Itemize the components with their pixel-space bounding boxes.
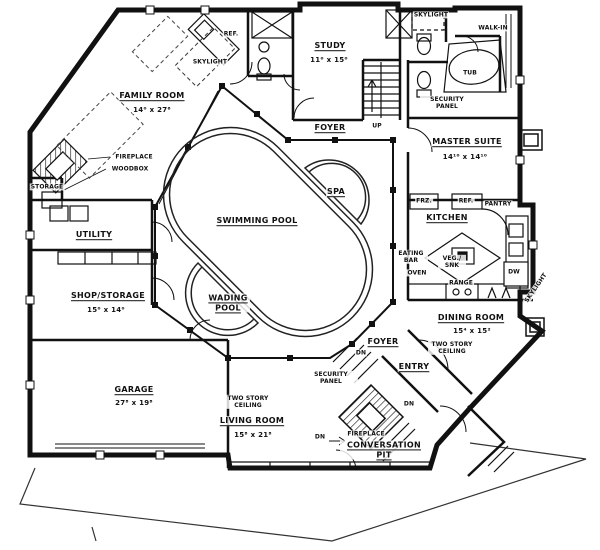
study-label: STUDY (313, 41, 347, 51)
oven-label: OVEN (406, 269, 428, 277)
window-walls (55, 443, 430, 468)
master-bath-fixtures (385, 9, 512, 98)
wading-pool-shape (184, 261, 260, 337)
living-room-label: LIVING ROOM (218, 416, 286, 426)
conversation-pit-label: CONVERSATION PIT (340, 440, 428, 460)
veg-sink-label: VEG./ SNK (438, 254, 466, 270)
fireplace-pit-label: FIREPLACE (346, 430, 386, 438)
two-story-dining-label: TWO STORY CEILING (428, 340, 476, 356)
foyer-steps (332, 337, 379, 384)
chimney-marks (519, 129, 545, 337)
foyer-lower-label: FOYER (366, 337, 400, 347)
family-fireplace (32, 138, 111, 209)
ref-kitchen-label: REF. (457, 197, 475, 205)
frz-label: FRZ. (415, 197, 433, 205)
staircase (363, 62, 400, 118)
spa-label: SPA (326, 187, 346, 197)
family-room-dim: 14⁰ x 27⁶ (132, 105, 172, 115)
shop-storage-dim: 15⁰ x 14⁰ (86, 305, 126, 315)
pantry-label: PANTRY (483, 200, 513, 208)
interior-walls (30, 10, 533, 477)
family-room-label: FAMILY ROOM (118, 91, 186, 101)
up-label: UP (371, 122, 383, 130)
two-story-living-label: TWO STORY CEILING (224, 394, 272, 410)
garage-label: GARAGE (113, 385, 155, 395)
study-dim: 11⁰ x 15⁰ (309, 55, 349, 65)
ref-bar-label: REF. (222, 30, 240, 38)
fireplace-family-label: FIREPLACE (114, 153, 154, 161)
swimming-pool-shape (162, 126, 374, 338)
tub-label: TUB (462, 69, 478, 77)
woodbox-label: WOODBOX (110, 165, 150, 173)
storage-label: STORAGE (29, 183, 65, 191)
wading-pool-label: WADING POOL (206, 293, 250, 313)
dn-foyer-label: DN (354, 349, 368, 357)
swimming-pool-label: SWIMMING POOL (215, 216, 299, 226)
dining-room-label: DINING ROOM (436, 313, 506, 323)
walk-in-label: WALK-IN (477, 24, 509, 32)
dn-entry-label: DN (402, 400, 416, 408)
living-room-dim: 15⁸ x 21⁸ (233, 430, 273, 440)
hall-bath-fixtures (251, 11, 293, 81)
shop-storage-label: SHOP/STORAGE (69, 291, 147, 301)
door-arcs (151, 35, 479, 433)
garage-dim: 27⁸ x 19⁸ (114, 398, 154, 408)
furniture-outlines (56, 15, 189, 179)
master-suite-dim: 14¹⁰ x 14¹⁰ (441, 152, 489, 162)
spa-shape (303, 159, 370, 226)
window-marks (25, 5, 538, 460)
utility-label: UTILITY (74, 230, 114, 240)
pool-court-posts (152, 83, 396, 361)
foyer-upper-label: FOYER (313, 123, 347, 133)
dw-label: DW (507, 268, 521, 276)
utility-fixtures (49, 205, 157, 265)
wet-bar (187, 12, 241, 66)
security-panel-upper-label: SECURITY PANEL (420, 95, 474, 111)
skylight-bath-label: SKYLIGHT (412, 11, 450, 19)
kitchen-label: KITCHEN (425, 213, 469, 223)
security-panel-living-label: SECURITY PANEL (304, 370, 358, 386)
entry-porch-steps (487, 445, 515, 473)
dn-pit-label: DN (313, 433, 327, 441)
range-label: RANGE (448, 279, 474, 287)
dining-room-dim: 15⁴ x 15² (452, 326, 492, 336)
master-suite-label: MASTER SUITE (431, 137, 503, 147)
skylight-family-label: SKYLIGHT (191, 58, 229, 66)
eating-bar-label: EATING BAR (394, 249, 428, 265)
entry-label: ENTRY (397, 362, 431, 372)
